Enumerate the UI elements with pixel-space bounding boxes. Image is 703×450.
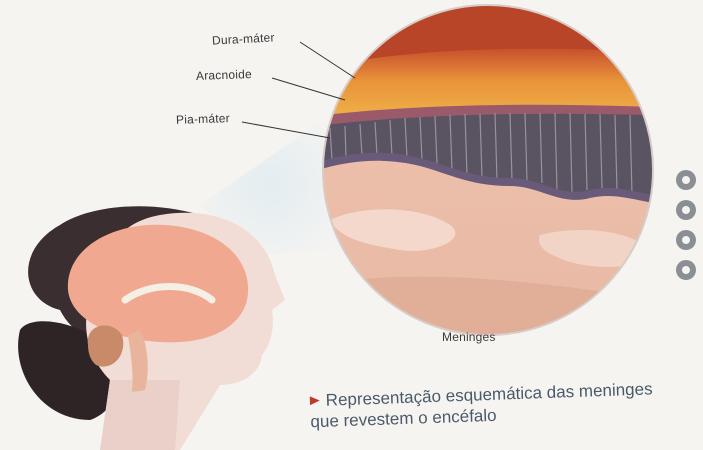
label-pia-mater: Pia-máter [176,111,230,127]
label-arachnoid: Aracnoide [196,67,252,83]
head-illustration [18,206,285,450]
label-meninges: Meninges [442,330,496,344]
side-circle-icon-4 [676,260,696,280]
side-circle-icon-1 [676,170,696,190]
brain-section [68,225,248,343]
side-circle-icon-3 [676,230,696,250]
meninges-zoom [300,0,680,340]
caption-marker-icon [310,396,320,405]
side-icons [676,170,700,290]
side-circle-icon-2 [676,200,696,220]
leader-arachnoid [272,78,345,100]
leader-dura [300,42,355,78]
